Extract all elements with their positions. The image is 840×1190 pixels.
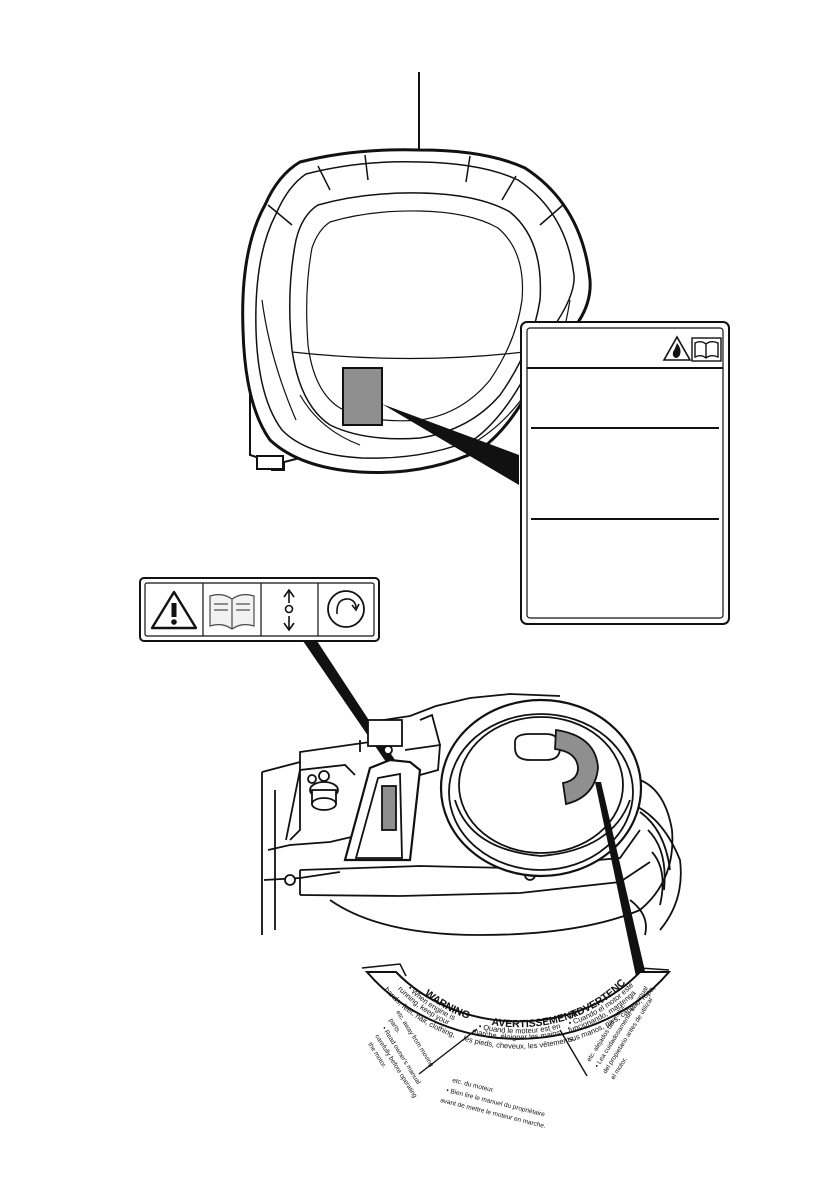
pictogram-strip-label [139,577,380,642]
recoil-start-icon [327,590,365,628]
strip-label-location [381,785,397,831]
cover-decal-enlarged [520,321,730,625]
cover-decal-location [342,367,383,426]
manual-book-icon [691,337,722,362]
decal-pointer [382,404,519,485]
choke-arrows-icon [283,588,295,632]
manual-book-icon [209,593,255,630]
warning-triangle-icon [150,590,198,630]
starter-decal-location [554,728,599,806]
flame-warning-icon [662,335,692,361]
starter-pointer [595,782,648,986]
engine-cover-view [241,72,592,474]
engine-top-view [261,693,682,936]
